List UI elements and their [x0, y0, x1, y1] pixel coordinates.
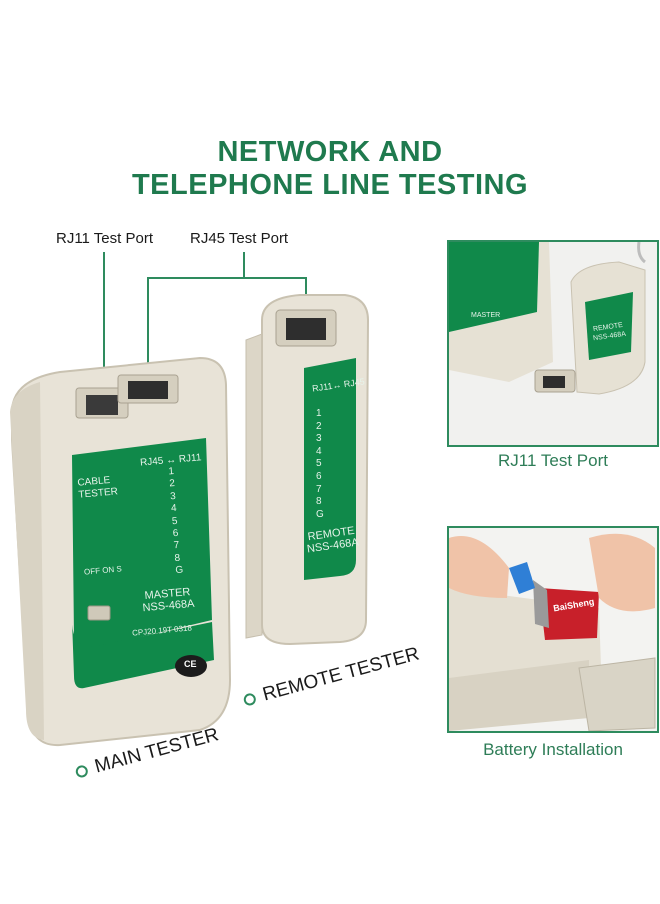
remote-pin-3: 3 [316, 433, 322, 445]
remote-pin-6: 6 [316, 470, 322, 482]
tester-illustration [10, 252, 370, 747]
caption-bullet-icon [242, 692, 258, 707]
remote-pin-g: G [316, 508, 324, 520]
rj11-panel-caption: RJ11 Test Port [498, 451, 608, 470]
ce-mark-badge [175, 655, 207, 677]
page-title-line-2: TELEPHONE LINE TESTING [131, 169, 529, 201]
rj11-detail-panel: MASTER REMOTE NSS-468A [447, 240, 659, 447]
remote-pin-2: 2 [316, 420, 322, 432]
battery-detail-panel: BaiSheng [447, 526, 659, 733]
page-title-line-1: NETWORK AND [217, 136, 443, 168]
battery-detail-image [449, 528, 657, 731]
main-pin-g: G [175, 564, 184, 577]
remote-pin-5: 5 [316, 458, 322, 470]
inset-master-label: MASTER [471, 312, 501, 319]
main-pin-7: 7 [173, 540, 180, 552]
main-pin-5: 5 [171, 515, 178, 527]
caption-bullet-icon [74, 764, 90, 779]
remote-pin-4: 4 [316, 445, 322, 457]
remote-pin-list: 1 2 3 4 5 6 7 8 G [316, 408, 324, 521]
battery-panel-caption: Battery Installation [483, 740, 623, 759]
main-pin-2: 2 [168, 478, 176, 490]
rj45-callout-label: RJ45 Test Port [190, 230, 289, 247]
remote-tester-device [245, 294, 370, 646]
main-pin-4: 4 [170, 503, 178, 515]
rj11-callout-label: RJ11 Test Port [56, 230, 153, 247]
remote-pin-8: 8 [316, 496, 322, 508]
rj11-detail-image [449, 242, 657, 445]
main-pin-3: 3 [169, 490, 177, 503]
rj45-callout-line-a [147, 252, 245, 370]
ce-mark-text: CE [184, 659, 197, 669]
remote-pin-1: 1 [316, 408, 322, 419]
remote-pin-7: 7 [316, 483, 322, 495]
main-tester-device [10, 356, 232, 747]
main-pin-6: 6 [172, 527, 179, 540]
main-pin-8: 8 [174, 552, 181, 565]
main-pin-1: 1 [168, 466, 175, 478]
power-switch [87, 605, 111, 621]
